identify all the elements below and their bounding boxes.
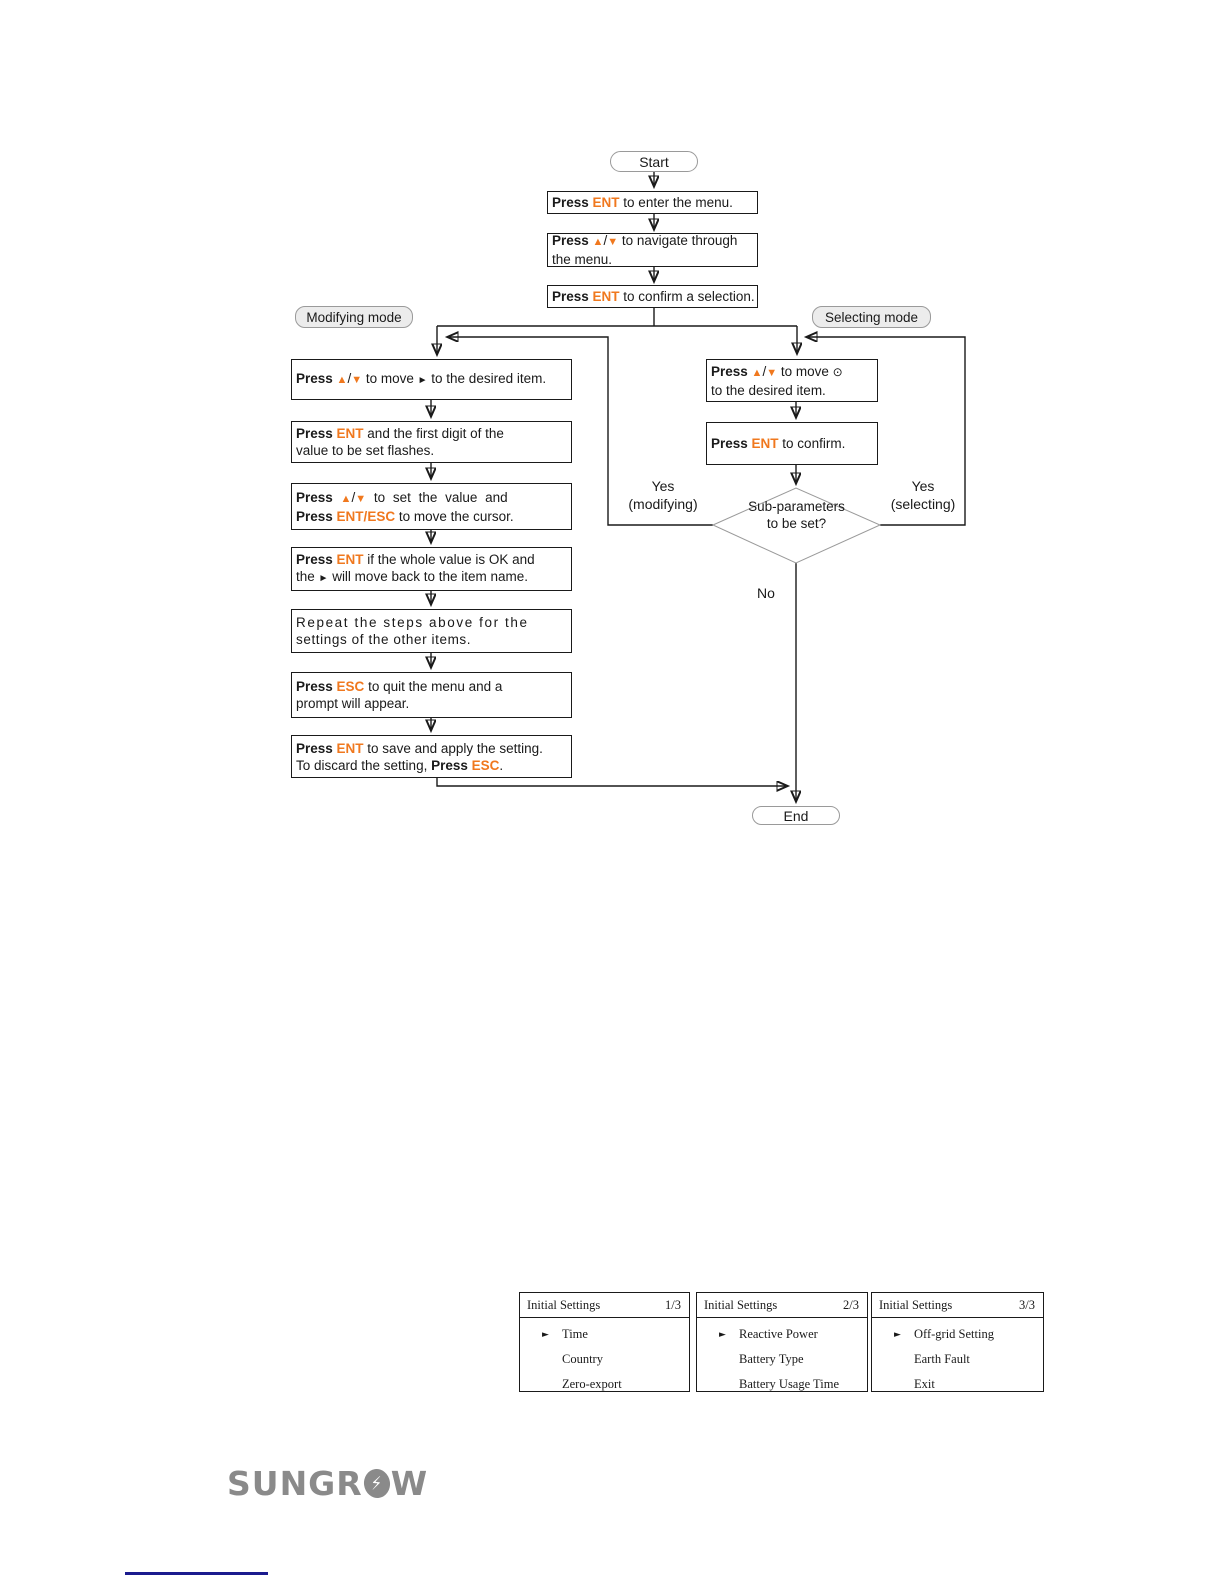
lcd-title: Initial Settings [704, 1297, 778, 1312]
menu-item-time: ► Time [542, 1327, 588, 1341]
sungrow-logo: SUNGR ⚡ W [227, 1464, 428, 1503]
step-save-apply: Press ENT to save and apply the setting.… [291, 735, 572, 778]
logo-text-left: SUNGR [227, 1464, 363, 1503]
selection-pointer-icon: ► [719, 1329, 726, 1340]
selection-pointer-icon: ► [542, 1329, 549, 1340]
lcd-header: Initial Settings 2/3 [697, 1293, 867, 1318]
lcd-screen-2: Initial Settings 2/3 ► Reactive Power Ba… [696, 1292, 868, 1392]
lcd-page-indicator: 2/3 [843, 1297, 859, 1312]
step-enter-menu: Press ENT to enter the menu. [547, 191, 758, 214]
lcd-screen-1: Initial Settings 1/3 ► Time Country Zero… [519, 1292, 690, 1392]
lcd-title: Initial Settings [879, 1297, 953, 1312]
decision-line1: Sub-parameters [748, 499, 845, 514]
menu-item-reactive-power: ► Reactive Power [719, 1327, 818, 1341]
menu-item-battery-usage-time: Battery Usage Time [739, 1377, 839, 1391]
step-move-radio: Press ▲/▼ to move ⊙to the desired item. [706, 359, 878, 402]
step-confirm: Press ENT to confirm. [706, 422, 878, 465]
selecting-mode-label: Selecting mode [812, 306, 931, 328]
menu-item-zero-export: Zero-export [562, 1377, 622, 1391]
lcd-page-indicator: 1/3 [665, 1297, 681, 1312]
connector-lines [431, 172, 966, 801]
lcd-page-indicator: 3/3 [1019, 1297, 1035, 1312]
lcd-header: Initial Settings 1/3 [520, 1293, 689, 1318]
menu-item-country: Country [562, 1352, 603, 1366]
logo-text-right: W [390, 1464, 429, 1503]
yes-selecting-label: Yes (selecting) [890, 478, 956, 512]
lcd-header: Initial Settings 3/3 [872, 1293, 1043, 1318]
modifying-mode-label: Modifying mode [295, 306, 413, 328]
menu-item-battery-type: Battery Type [739, 1352, 804, 1366]
decision-diamond-shape [711, 487, 882, 564]
step-confirm-selection: Press ENT to confirm a selection. [547, 285, 758, 308]
decision-text: Sub-parameters to be set? [713, 498, 880, 532]
lcd-title: Initial Settings [527, 1297, 601, 1312]
step-move-pointer: Press ▲/▼ to move ► to the desired item. [291, 359, 572, 400]
no-label: No [757, 585, 775, 601]
yes-modifying-label: Yes (modifying) [628, 478, 698, 512]
decision-line2: to be set? [766, 516, 827, 531]
footer-divider-line [125, 1572, 268, 1575]
lcd-screen-3: Initial Settings 3/3 ► Off-grid Setting … [871, 1292, 1044, 1392]
selection-pointer-icon: ► [894, 1329, 901, 1340]
lightning-bolt-icon: ⚡ [361, 1467, 392, 1500]
menu-item-off-grid-setting: ► Off-grid Setting [894, 1327, 994, 1341]
start-terminal: Start [610, 151, 698, 172]
end-terminal: End [752, 806, 840, 825]
menu-item-exit: Exit [914, 1377, 935, 1391]
menu-item-earth-fault: Earth Fault [914, 1352, 970, 1366]
